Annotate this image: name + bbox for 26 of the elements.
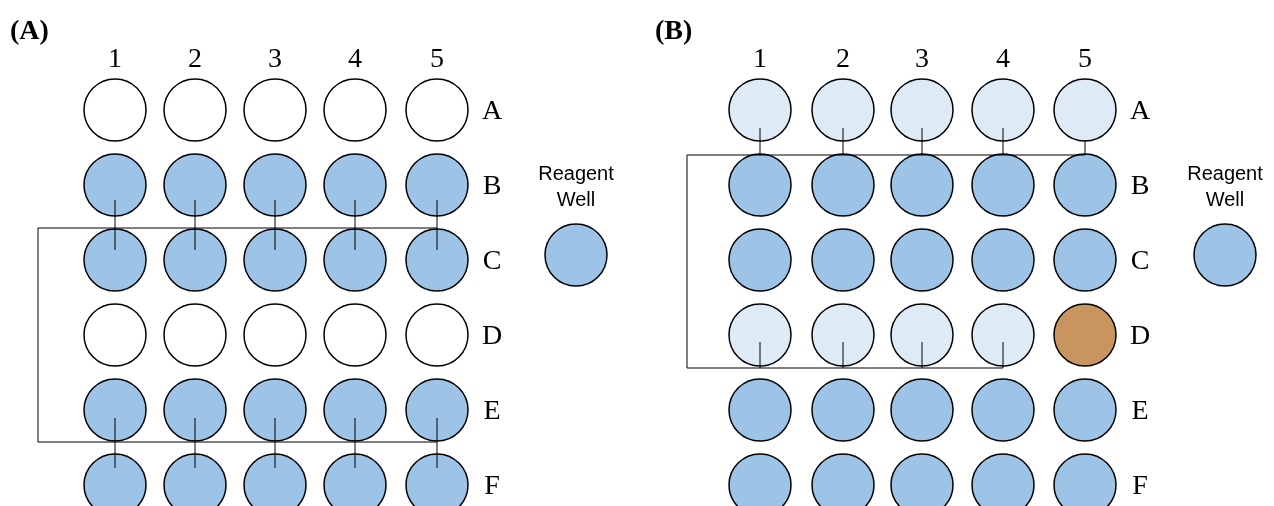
well-label: Reagent Well [537, 161, 615, 212]
column-label: 3 [268, 44, 282, 72]
row-label: D [481, 321, 503, 349]
column-label: 1 [753, 44, 767, 72]
row-label: B [482, 171, 502, 199]
column-label: 3 [915, 44, 929, 72]
column-label: 1 [108, 44, 122, 72]
row-label: A [481, 96, 503, 124]
column-label: 4 [996, 44, 1010, 72]
column-label: 5 [1078, 44, 1092, 72]
well-label: Reagent Well [1186, 161, 1264, 212]
row-label: D [1129, 321, 1151, 349]
row-label: F [484, 471, 500, 499]
row-label: A [1129, 96, 1151, 124]
column-label: 2 [836, 44, 850, 72]
row-label: B [1130, 171, 1150, 199]
row-label: F [1132, 471, 1148, 499]
row-label: C [1130, 246, 1150, 274]
row-label: C [482, 246, 502, 274]
column-label: 4 [348, 44, 362, 72]
row-label: E [483, 396, 501, 424]
panel-label: (B) [655, 16, 693, 44]
panel-label: (A) [10, 16, 49, 44]
column-label: 2 [188, 44, 202, 72]
row-label: E [1131, 396, 1149, 424]
column-label: 5 [430, 44, 444, 72]
